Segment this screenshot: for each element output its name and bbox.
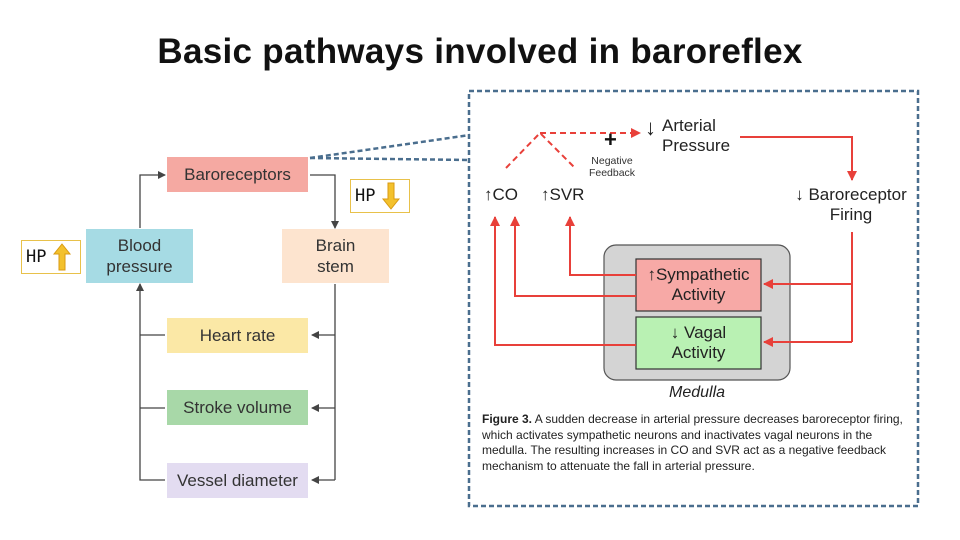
hp-down-badge: HP — [350, 179, 410, 213]
vagal-activity-label: ↓ Vagal Activity — [636, 323, 761, 363]
baroreceptor-firing-line2: Firing — [829, 205, 873, 224]
baroreceptor-firing-line1: ↓ Baroreceptor — [795, 185, 907, 204]
blood-pressure-label-line2: pressure — [106, 257, 173, 276]
figure-red-arrows — [490, 136, 857, 347]
vessel-diameter-label: Vessel diameter — [177, 471, 298, 490]
sympathetic-activity-label: ↑Sympathetic Activity — [636, 265, 761, 305]
zoom-dashed-lines — [309, 133, 471, 162]
vessel-diameter-box: Vessel diameter — [167, 463, 308, 498]
medulla-label: Medulla — [668, 384, 726, 401]
arrow-down-icon — [382, 182, 401, 210]
arterial-pressure-line2: Pressure — [662, 136, 731, 155]
brain-stem-label-line2: stem — [317, 257, 354, 276]
stroke-volume-label: Stroke volume — [183, 398, 292, 417]
hp-up-badge: HP — [21, 240, 81, 274]
vagal-box — [635, 316, 762, 370]
arrow-up-icon — [53, 243, 72, 271]
blood-pressure-label-line1: Blood — [117, 236, 162, 255]
vagal-line1: ↓ Vagal — [670, 323, 727, 342]
baroreceptors-box: Baroreceptors — [167, 157, 308, 192]
figure-border — [467, 89, 920, 508]
blood-pressure-box: Blood pressure — [86, 229, 193, 283]
brain-stem-label-line1: Brain — [315, 236, 356, 255]
negative-feedback-dashed — [505, 128, 641, 169]
page-title: Basic pathways involved in baroreflex — [157, 32, 803, 71]
negative-feedback-line1: Negative — [591, 155, 633, 167]
heart-rate-box: Heart rate — [167, 318, 308, 353]
left-connectors — [136, 171, 339, 484]
brain-stem-box: Brain stem — [282, 229, 389, 283]
caption-text: A sudden decrease in arterial pressure d… — [482, 412, 903, 473]
baroreceptors-label: Baroreceptors — [184, 165, 291, 184]
svr-label: ↑SVR — [541, 185, 585, 204]
vagal-line2: Activity — [671, 343, 726, 362]
negative-feedback-plus: + — [604, 127, 617, 152]
hp-up-label: HP — [26, 247, 47, 267]
heart-rate-label: Heart rate — [199, 326, 276, 345]
baroreceptor-firing-label: ↓ Baroreceptor Firing — [786, 185, 916, 225]
co-label: ↑CO — [484, 185, 518, 204]
sympathetic-line1: ↑Sympathetic — [647, 265, 750, 284]
caption-label: Figure 3. — [482, 412, 533, 426]
sympathetic-box — [635, 258, 762, 312]
negative-feedback-line2: Feedback — [588, 167, 636, 179]
sympathetic-line2: Activity — [671, 285, 726, 304]
stroke-volume-box: Stroke volume — [167, 390, 308, 425]
figure-caption: Figure 3. A sudden decrease in arterial … — [482, 412, 910, 474]
hp-down-label: HP — [355, 186, 376, 206]
arterial-pressure-label: Arterial Pressure — [662, 116, 730, 156]
negative-feedback-label: Negative Feedback — [582, 155, 642, 179]
arterial-pressure-line1: Arterial — [662, 116, 716, 135]
arterial-arrow: ↓ — [645, 115, 656, 140]
